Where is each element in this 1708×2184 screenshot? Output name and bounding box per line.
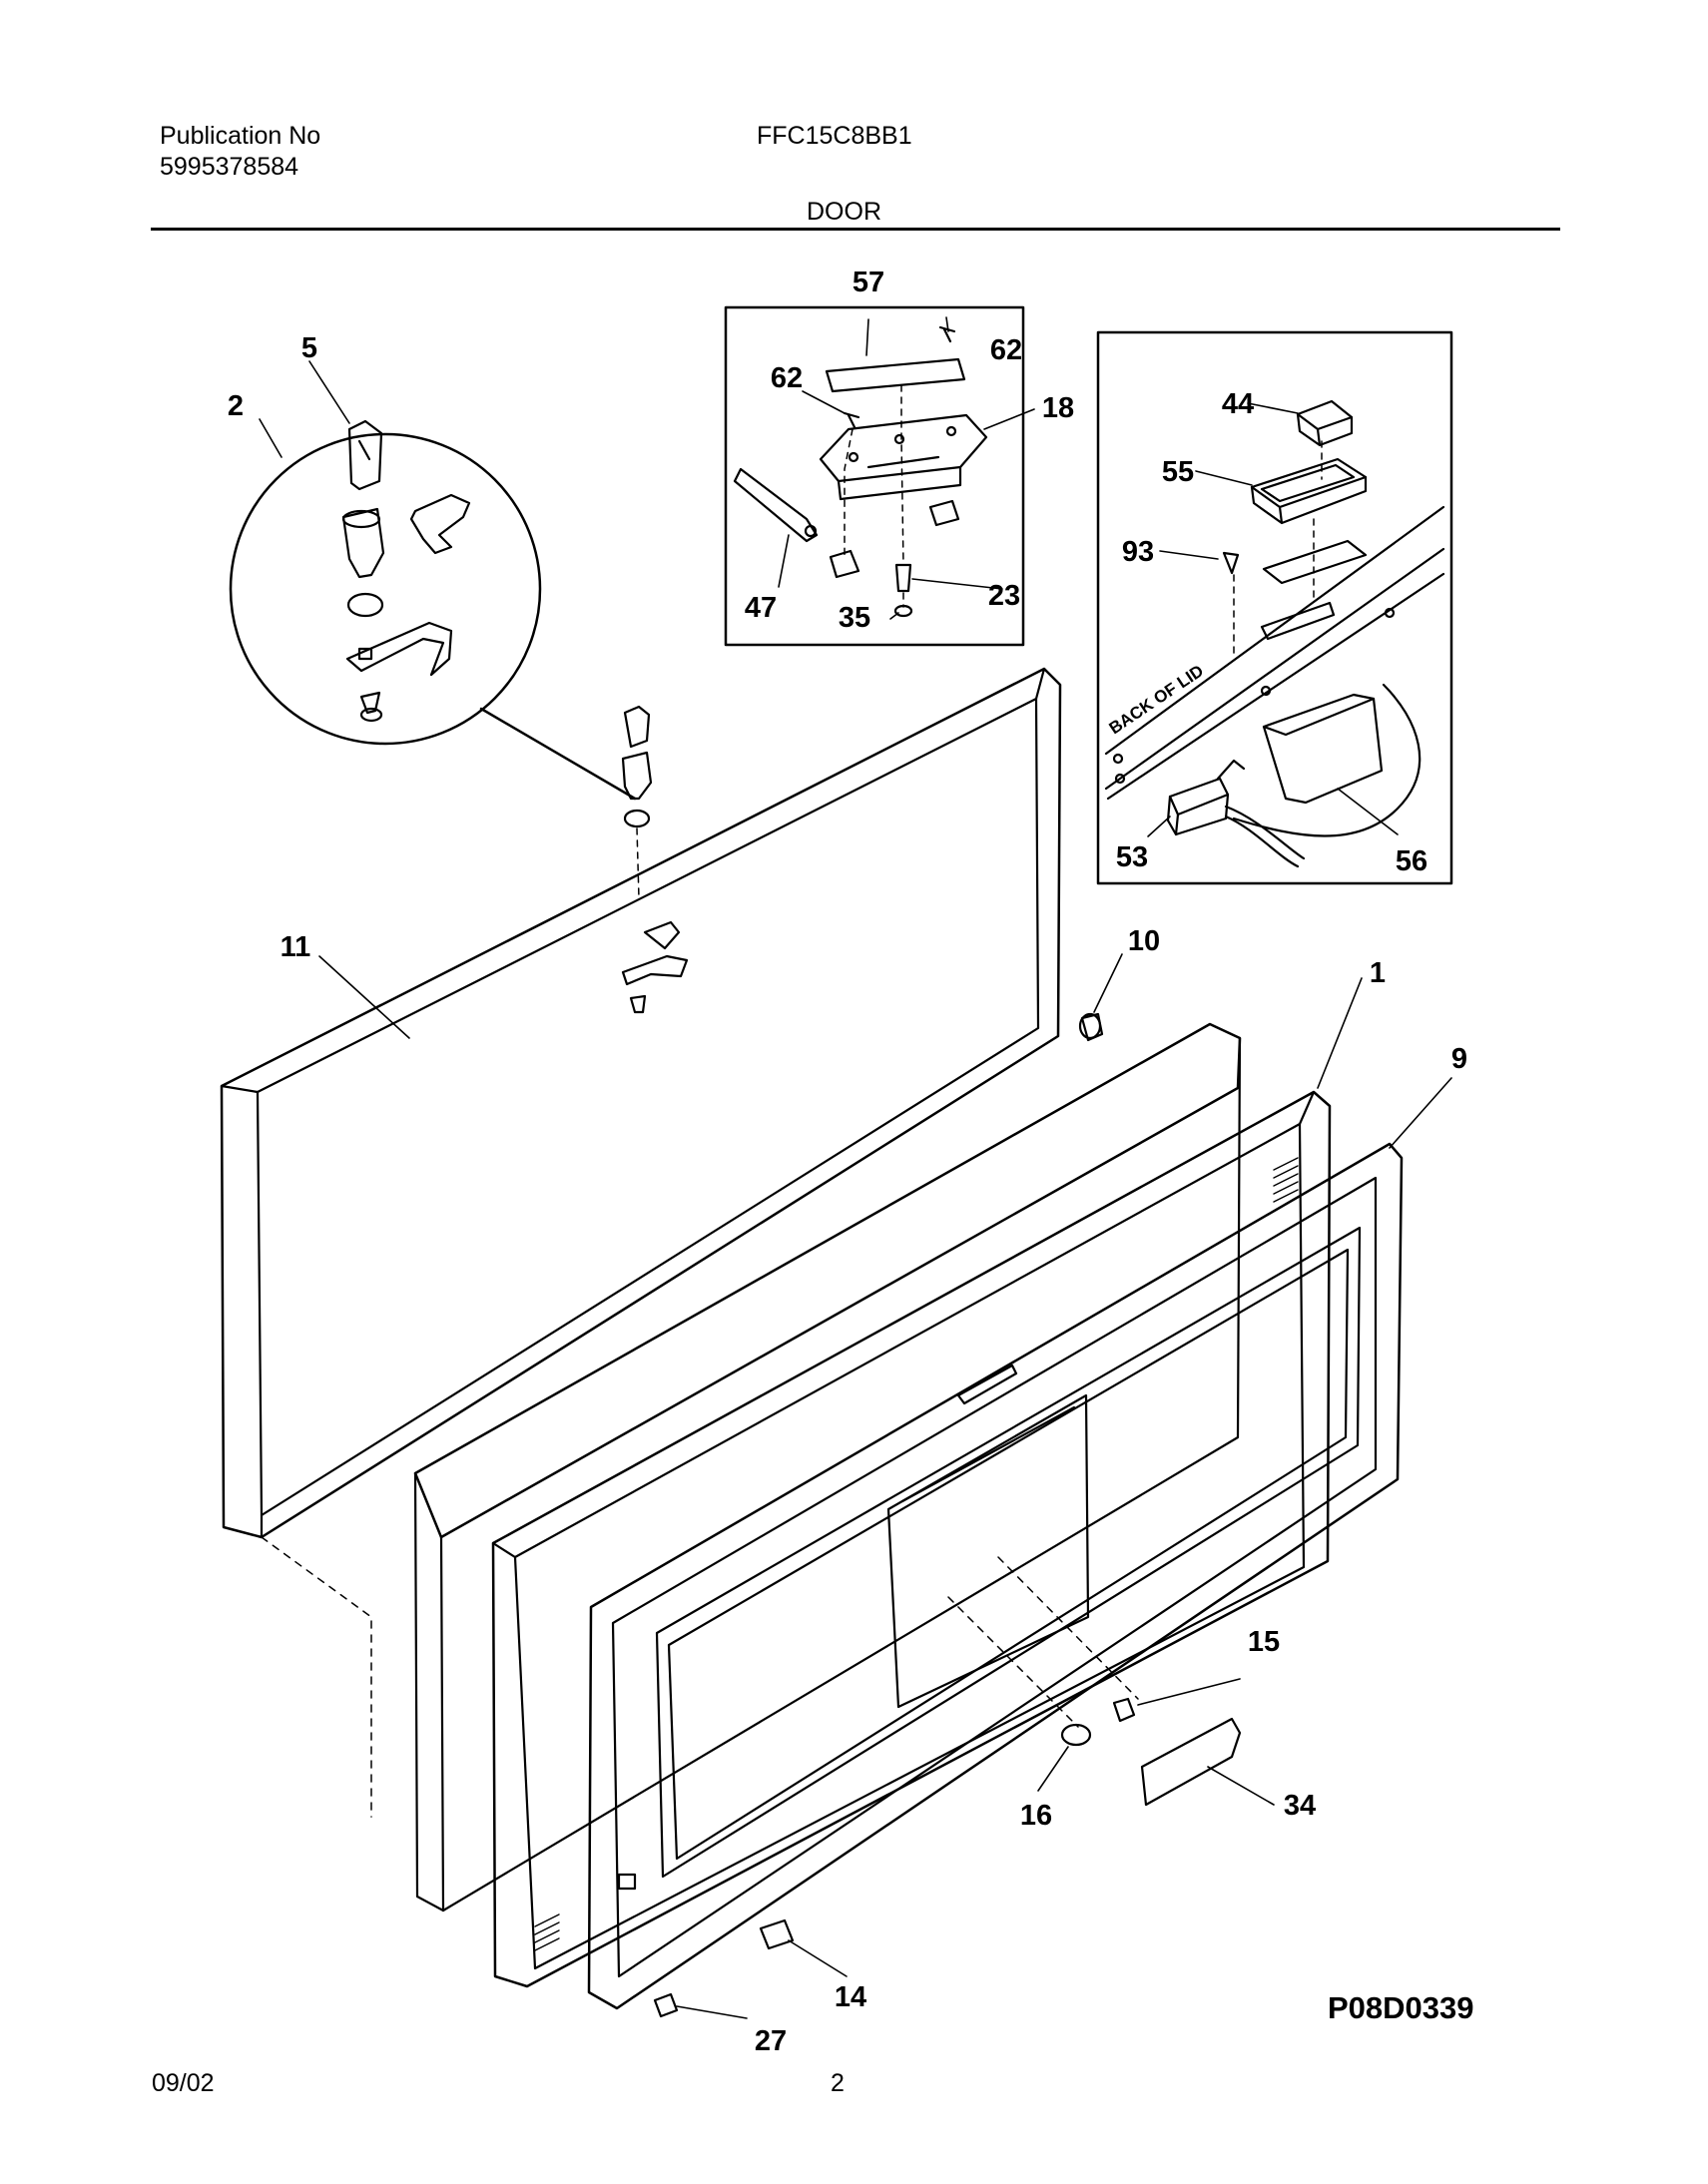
screw-27 xyxy=(653,1992,679,2018)
thermostat-knob-panel xyxy=(1140,1717,1242,1807)
callout-16: 16 xyxy=(1020,1800,1052,1832)
callout-57: 57 xyxy=(853,267,884,298)
pushbutton-16 xyxy=(1060,1723,1092,1747)
callout-53: 53 xyxy=(1116,841,1148,873)
lock-screw xyxy=(359,691,381,715)
light-wire xyxy=(1232,683,1422,837)
callout-14: 14 xyxy=(835,1981,866,2013)
lock-detail-circle xyxy=(229,419,542,746)
callout-55: 55 xyxy=(1162,456,1194,488)
handle-inset-box xyxy=(724,305,1025,647)
lock-cylinder xyxy=(341,507,385,579)
door-inner-liner xyxy=(534,1142,1404,2010)
callout-11: 11 xyxy=(281,931,311,963)
lock-clip xyxy=(409,493,471,555)
light-switch xyxy=(1296,399,1354,431)
decal-strip xyxy=(825,357,966,393)
door-insulation xyxy=(413,1022,1242,1912)
callout-2: 2 xyxy=(228,390,244,422)
lens-gasket xyxy=(1262,539,1368,585)
callout-47: 47 xyxy=(745,592,777,624)
publication-number: 5995378584 xyxy=(160,153,299,181)
switch-14 xyxy=(759,1918,795,1950)
lock-o-ring xyxy=(346,592,384,618)
drawing-code: P08D0339 xyxy=(1328,1990,1474,2025)
callout-56: 56 xyxy=(1396,845,1427,877)
callout-5: 5 xyxy=(301,332,317,364)
light-inset-box xyxy=(1096,330,1453,885)
lens-screw xyxy=(1222,551,1240,575)
light-housing xyxy=(1262,693,1384,805)
callout-62-left: 62 xyxy=(771,362,803,394)
callout-44: 44 xyxy=(1222,388,1254,420)
door-gasket xyxy=(220,667,1062,1539)
callout-93: 93 xyxy=(1122,536,1154,568)
lock-key xyxy=(347,419,383,491)
callout-62-right: 62 xyxy=(990,334,1022,366)
hinge-screw xyxy=(894,563,912,593)
screw-62-left xyxy=(843,411,860,429)
light-socket xyxy=(1168,777,1230,817)
detail-leader xyxy=(479,707,637,801)
callout-18: 18 xyxy=(1042,392,1074,424)
callout-27: 27 xyxy=(755,2025,787,2057)
lock-cam xyxy=(345,621,453,677)
publication-label: Publication No xyxy=(160,122,321,150)
callout-35: 35 xyxy=(839,602,870,634)
lock-parts-exploded xyxy=(621,705,689,1014)
callout-1: 1 xyxy=(1370,957,1386,989)
footer-date: 09/02 xyxy=(152,2069,215,2097)
header-rule xyxy=(151,228,1560,231)
callout-34: 34 xyxy=(1284,1790,1316,1822)
door-outer-panel xyxy=(491,1090,1332,1988)
callout-10: 10 xyxy=(1128,925,1160,957)
callout-15: 15 xyxy=(1248,1626,1280,1658)
spring-bar xyxy=(733,467,819,543)
section-title: DOOR xyxy=(807,198,881,226)
callout-23: 23 xyxy=(988,580,1020,612)
page-number: 2 xyxy=(831,2069,845,2097)
pushbutton-15 xyxy=(1112,1697,1136,1723)
model-number: FFC15C8BB1 xyxy=(757,122,912,150)
lens-frame xyxy=(1250,457,1368,509)
leader-lines xyxy=(259,316,1452,2019)
callout-9: 9 xyxy=(1451,1043,1467,1075)
